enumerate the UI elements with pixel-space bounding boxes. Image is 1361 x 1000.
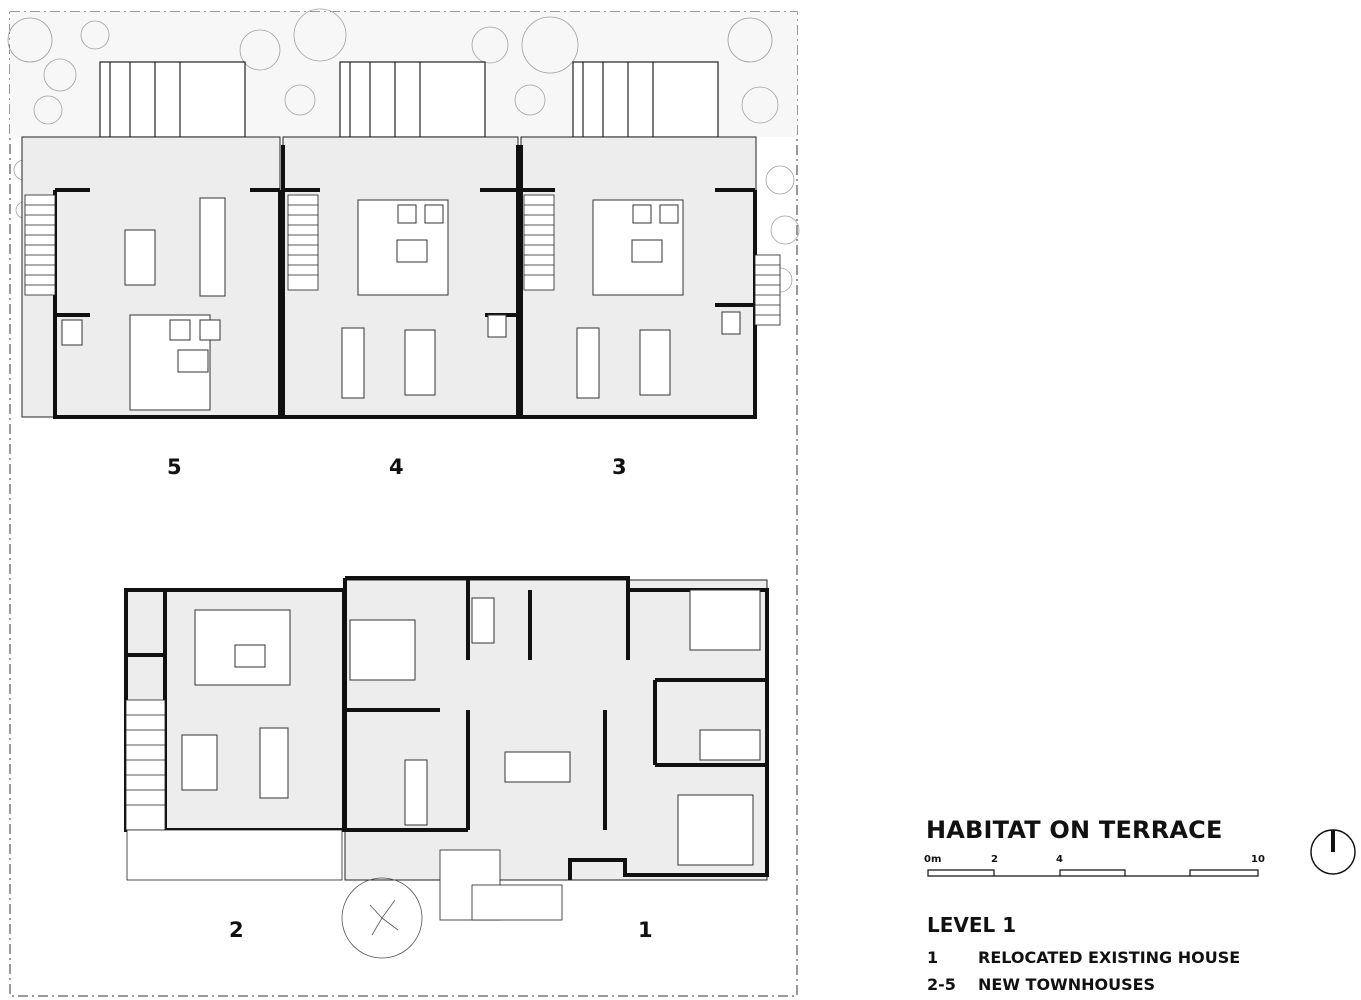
rear-decks	[99, 61, 719, 150]
scale-tick-4: 4	[1056, 854, 1063, 865]
lower-furniture	[181, 589, 761, 866]
level-heading: LEVEL 1	[927, 913, 1017, 937]
scale-tick-0: 0m	[924, 854, 942, 865]
legend-number-2: 2-5	[927, 975, 956, 994]
unit-label-2: 2	[229, 918, 244, 942]
townhouse-slabs	[21, 136, 757, 418]
scale-tick-2: 2	[991, 854, 998, 865]
scale-tick-10: 10	[1251, 854, 1265, 865]
legend-number-1: 1	[927, 948, 939, 967]
drawing-title: HABITAT ON TERRACE	[926, 816, 1223, 844]
unit-label-3: 3	[612, 455, 627, 479]
tree-icon	[341, 877, 423, 959]
site-boundary	[9, 11, 798, 997]
unit-label-4: 4	[389, 455, 404, 479]
north-arrow-icon	[1310, 829, 1356, 875]
legend-text-2: NEW TOWNHOUSES	[978, 975, 1156, 994]
legend-text-1: RELOCATED EXISTING HOUSE	[978, 948, 1241, 967]
unit-label-5: 5	[167, 455, 182, 479]
scale-bar	[927, 869, 1259, 877]
townhouse-furniture	[61, 197, 741, 411]
lower-stairs	[125, 699, 563, 921]
unit-label-1: 1	[638, 918, 653, 942]
townhouse-stairs	[24, 194, 781, 326]
